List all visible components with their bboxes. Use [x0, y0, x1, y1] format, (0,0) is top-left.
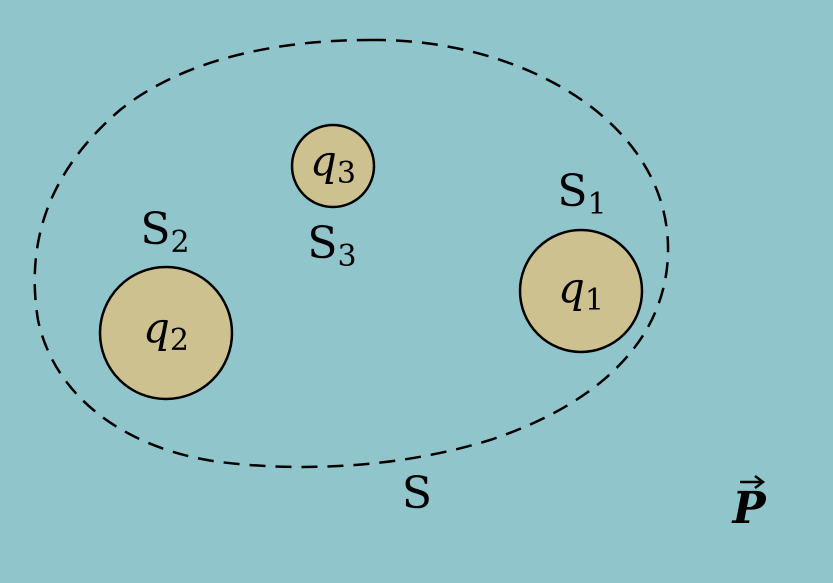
charge-q2-label: q2 — [143, 303, 189, 358]
dashed-surface-s — [33, 38, 670, 469]
surface-s2-letter: S — [140, 204, 170, 255]
charge-q1-label: q1 — [558, 263, 604, 318]
charge-q1-group: q1 — [518, 228, 644, 354]
surface-s3-letter: S — [307, 218, 337, 269]
charge-q2-subscript: 2 — [170, 323, 189, 358]
charge-q3-name: q — [310, 136, 337, 185]
point-p-label: P — [730, 483, 767, 534]
charge-q3-label: q3 — [310, 136, 356, 191]
surface-s-label: S — [402, 468, 432, 519]
charge-q3-subscript: 3 — [337, 156, 356, 191]
charge-q2-group: q2 — [98, 265, 234, 401]
surface-s1-label: S1 — [557, 166, 606, 222]
surface-s1-letter: S — [557, 166, 587, 217]
charge-q1-circle — [518, 228, 644, 354]
charge-q2-circle — [98, 265, 234, 401]
charge-q2-name: q — [143, 303, 170, 352]
surface-s2-label: S2 — [140, 204, 189, 260]
surface-s3-label: S3 — [307, 218, 356, 274]
point-p-group: P — [730, 475, 767, 534]
surface-s2-subscript: 2 — [171, 225, 190, 260]
vector-arrow-icon — [740, 475, 766, 489]
surface-s1-subscript: 1 — [588, 187, 607, 222]
charge-q3-group: q3 — [290, 123, 376, 209]
charge-q1-name: q — [558, 263, 585, 312]
surface-s3-subscript: 3 — [338, 239, 357, 274]
charge-q3-circle — [290, 123, 376, 209]
charge-q1-subscript: 1 — [585, 283, 604, 318]
